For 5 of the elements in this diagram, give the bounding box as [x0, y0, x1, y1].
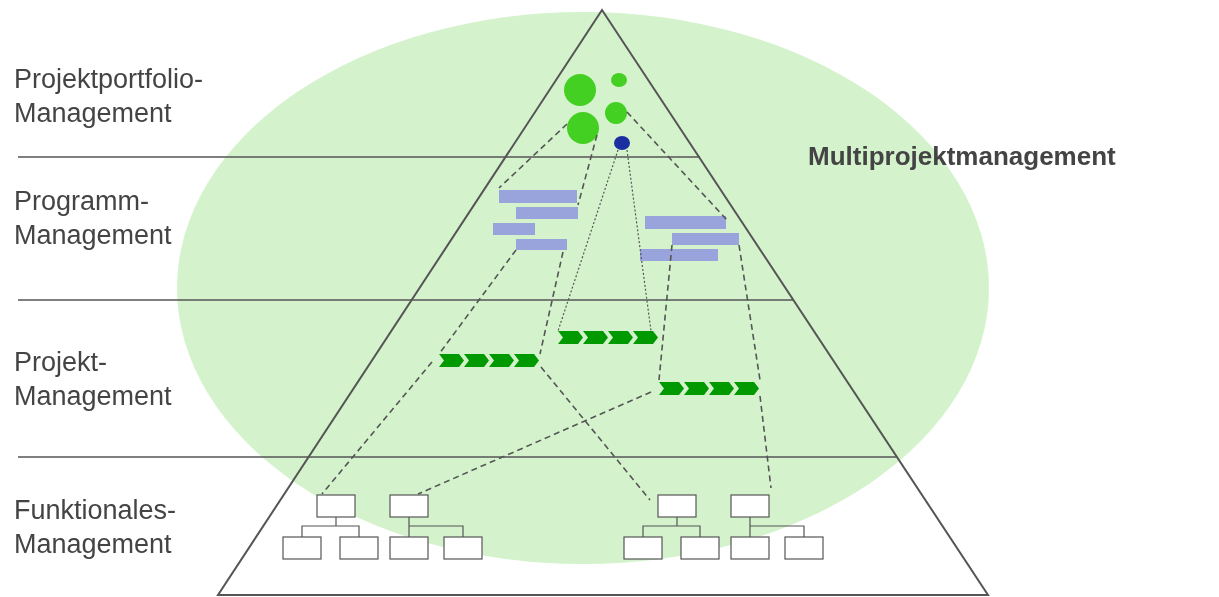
level-label: Projekt- Management	[14, 346, 173, 413]
level-label: Funktionales- Management	[14, 494, 178, 561]
level-label: Projektportfolio- Management	[14, 63, 205, 130]
title-label: Multiprojektmanagement	[808, 140, 1116, 173]
level-label: Programm- Management	[14, 185, 173, 252]
